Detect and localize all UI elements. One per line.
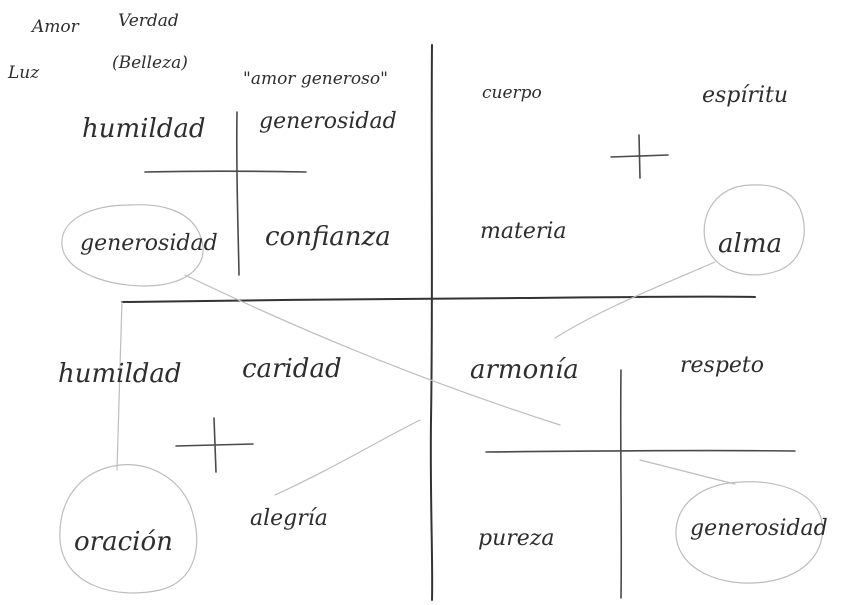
br-inner-horizontal xyxy=(486,451,795,452)
bl-word-humildad: humildad xyxy=(58,359,182,389)
connector-bottom-left-to-center xyxy=(275,420,420,495)
tl-word-humildad: humildad xyxy=(82,114,206,144)
tl-inner-vertical xyxy=(237,112,239,275)
note-amor: Amor xyxy=(30,17,80,37)
tl-word-confianza: confianza xyxy=(265,222,391,252)
main-vertical-axis xyxy=(431,45,432,600)
plus-sign-bottom-left xyxy=(176,418,253,472)
connector-right-to-generosidad xyxy=(640,460,735,484)
tl-word-generosidad-circled: generosidad xyxy=(80,231,218,256)
br-inner-vertical xyxy=(621,370,622,598)
br-word-generosidad: generosidad xyxy=(690,516,828,541)
bl-word-oracion: oración xyxy=(74,527,173,557)
br-word-respeto: respeto xyxy=(680,353,764,378)
note-belleza: (Belleza) xyxy=(112,53,188,73)
br-word-pureza: pureza xyxy=(478,526,555,551)
br-word-armonia: armonía xyxy=(470,355,579,385)
tl-word-generosidad-top: generosidad xyxy=(259,109,397,134)
note-verdad: Verdad xyxy=(118,11,179,31)
tr-word-alma: alma xyxy=(718,229,782,259)
tr-word-espiritu: espíritu xyxy=(702,83,788,108)
tr-word-materia: materia xyxy=(480,219,567,244)
tr-word-cuerpo: cuerpo xyxy=(482,83,542,103)
bl-word-caridad: caridad xyxy=(242,354,342,384)
tl-inner-horizontal xyxy=(145,171,306,172)
note-luz: Luz xyxy=(7,63,40,83)
main-horizontal-axis xyxy=(122,297,755,302)
bl-word-alegria: alegría xyxy=(250,506,328,531)
plus-sign-top-right xyxy=(611,135,668,178)
tl-word-amor-generoso: "amor generoso" xyxy=(243,69,388,89)
connector-alma-diagonal xyxy=(555,262,715,338)
